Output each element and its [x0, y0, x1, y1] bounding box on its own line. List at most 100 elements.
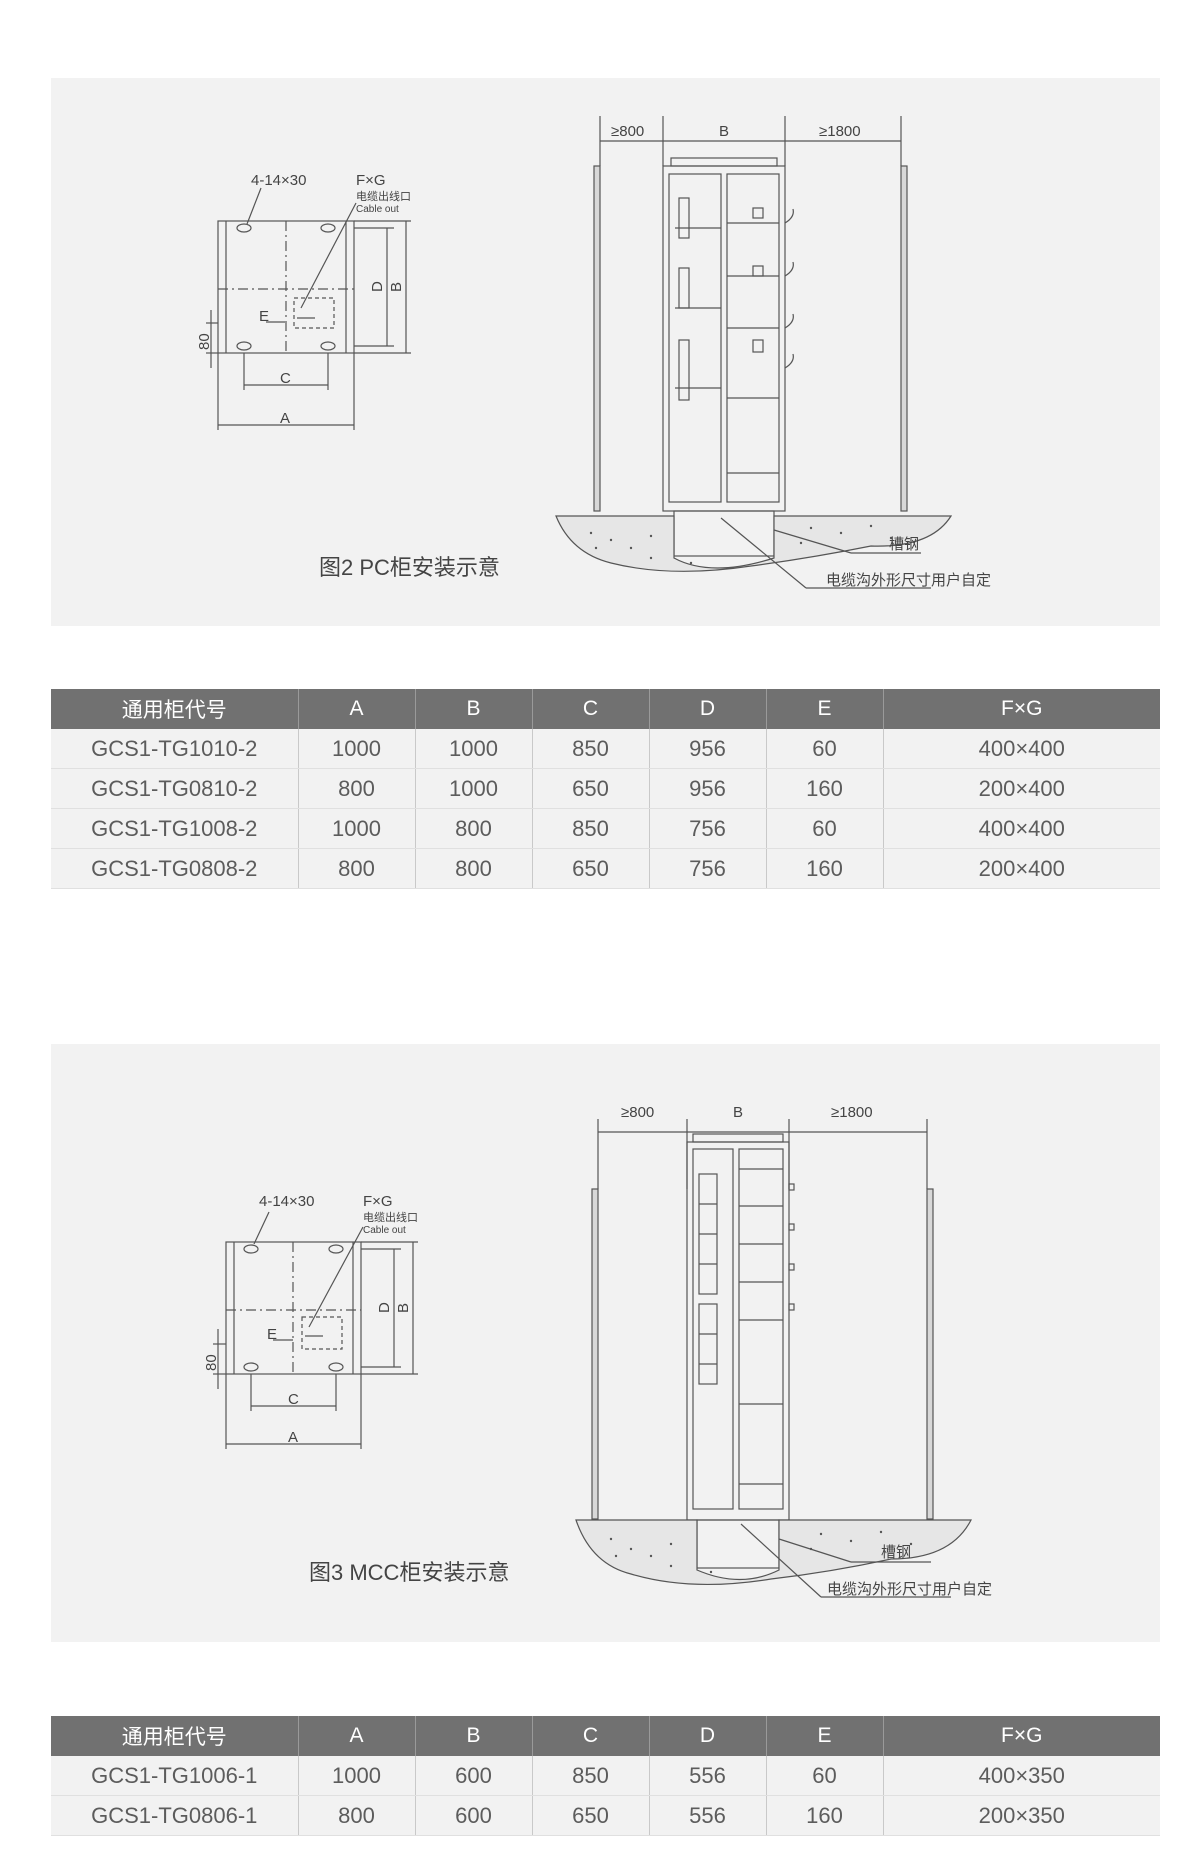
table-cell: 756 [649, 848, 767, 889]
table-header-row: 通用柜代号 A B C D E F×G [51, 1716, 1160, 1756]
table-cell: 200×400 [883, 768, 1160, 809]
pc-channel-steel: 槽钢 [889, 536, 919, 553]
pc-base-plan [206, 187, 411, 430]
pc-clear-right: ≥1800 [819, 123, 861, 140]
pc-dim-80: 80 [196, 333, 213, 350]
table-header-row: 通用柜代号 A B C D E F×G [51, 689, 1160, 729]
pc-hole-spec: 4-14×30 [251, 172, 306, 189]
column-header: 通用柜代号 [51, 689, 299, 729]
pc-dim-e: E [259, 308, 269, 325]
table-cell: GCS1-TG1006-1 [51, 1756, 299, 1796]
column-header: F×G [883, 1716, 1160, 1756]
table-pc: 通用柜代号 A B C D E F×G GCS1-TG1010-2 1000 1… [51, 689, 1160, 889]
table-cell: 756 [649, 808, 767, 849]
pc-cable-out-en: Cable out [356, 204, 399, 215]
table-row: GCS1-TG1010-2 1000 1000 850 956 60 400×4… [51, 729, 1160, 769]
table-row: GCS1-TG0806-1 800 600 650 556 160 200×35… [51, 1795, 1160, 1836]
table-mcc: 通用柜代号 A B C D E F×G GCS1-TG1006-1 1000 6… [51, 1716, 1160, 1836]
mcc-dim-c: C [288, 1391, 299, 1408]
mcc-clear-right: ≥1800 [831, 1104, 873, 1121]
figure-pc-panel: 4-14×30 F×G 电缆出线口 Cable out E C A D B 80… [51, 78, 1160, 626]
table-cell: GCS1-TG1008-2 [51, 808, 299, 849]
figure-pc-drawing: 4-14×30 F×G 电缆出线口 Cable out E C A D B 80… [196, 116, 991, 589]
table-cell: 60 [766, 1756, 884, 1796]
table-cell: 200×350 [883, 1795, 1160, 1836]
table-cell: 160 [766, 1795, 884, 1836]
table-cell: 650 [532, 1795, 650, 1836]
column-header: B [415, 1716, 533, 1756]
table-cell: 800 [415, 848, 533, 889]
column-header: A [298, 1716, 416, 1756]
table-cell: 850 [532, 1756, 650, 1796]
pc-cabinet-elevation [555, 116, 953, 589]
table-cell: 800 [415, 808, 533, 849]
table-row: GCS1-TG0808-2 800 800 650 756 160 200×40… [51, 848, 1160, 889]
table-cell: 800 [298, 1795, 416, 1836]
table-cell: 1000 [415, 729, 533, 769]
table-cell: 956 [649, 768, 767, 809]
column-header: C [532, 689, 650, 729]
table-cell: 650 [532, 848, 650, 889]
mcc-dim-e: E [267, 1326, 277, 1343]
table-cell: 160 [766, 848, 884, 889]
table-row: GCS1-TG0810-2 800 1000 650 956 160 200×4… [51, 768, 1160, 809]
column-header: 通用柜代号 [51, 1716, 299, 1756]
column-header: E [766, 1716, 884, 1756]
table-cell: 800 [298, 848, 416, 889]
figure-mcc-panel: 4-14×30 F×G 电缆出线口 Cable out E C A D B 80… [51, 1044, 1160, 1642]
table-cell: 850 [532, 729, 650, 769]
table-cell: 956 [649, 729, 767, 769]
mcc-dim-d: D [376, 1302, 393, 1313]
pc-fxg-label: F×G [356, 172, 386, 189]
table-cell: GCS1-TG0810-2 [51, 768, 299, 809]
table-cell: 400×350 [883, 1756, 1160, 1796]
table-cell: 850 [532, 808, 650, 849]
table-row: GCS1-TG1006-1 1000 600 850 556 60 400×35… [51, 1756, 1160, 1796]
pc-dim-b-elev: B [719, 123, 729, 140]
pc-dim-d: D [369, 281, 386, 292]
table-cell: GCS1-TG0806-1 [51, 1795, 299, 1836]
table-cell: 800 [298, 768, 416, 809]
table-cell: 556 [649, 1756, 767, 1796]
figure-pc-caption: 图2 PC柜安装示意 [319, 555, 500, 580]
table-cell: 400×400 [883, 729, 1160, 769]
table-cell: 200×400 [883, 848, 1160, 889]
mcc-cabinet-elevation [575, 1119, 972, 1598]
mcc-channel-steel: 槽钢 [881, 1544, 911, 1561]
pc-cable-out-cn: 电缆出线口 [356, 189, 411, 203]
table-cell: 600 [415, 1756, 533, 1796]
figure-mcc-drawing: 4-14×30 F×G 电缆出线口 Cable out E C A D B 80… [203, 1104, 992, 1598]
mcc-clear-left: ≥800 [621, 1104, 654, 1121]
pc-clear-left: ≥800 [611, 123, 644, 140]
mcc-trench-note: 电缆沟外形尺寸用户自定 [827, 1581, 992, 1598]
pc-dim-a: A [280, 410, 290, 427]
table-cell: 60 [766, 729, 884, 769]
table-cell: GCS1-TG0808-2 [51, 848, 299, 889]
column-header: E [766, 689, 884, 729]
column-header: C [532, 1716, 650, 1756]
mcc-dim-b-elev: B [733, 1104, 743, 1121]
column-header: D [649, 689, 767, 729]
column-header: B [415, 689, 533, 729]
pc-dim-b: B [388, 282, 405, 292]
mcc-fxg-label: F×G [363, 1193, 393, 1210]
mcc-base-plan [213, 1211, 418, 1449]
table-cell: 1000 [298, 1756, 416, 1796]
table-cell: 650 [532, 768, 650, 809]
table-cell: 400×400 [883, 808, 1160, 849]
table-cell: 556 [649, 1795, 767, 1836]
column-header: D [649, 1716, 767, 1756]
table-cell: 1000 [415, 768, 533, 809]
table-cell: 60 [766, 808, 884, 849]
mcc-dim-b: B [395, 1303, 412, 1313]
column-header: F×G [883, 689, 1160, 729]
mcc-dim-a: A [288, 1429, 298, 1446]
mcc-hole-spec: 4-14×30 [259, 1193, 314, 1210]
table-cell: 1000 [298, 808, 416, 849]
pc-trench-note: 电缆沟外形尺寸用户自定 [826, 572, 991, 589]
table-cell: 160 [766, 768, 884, 809]
mcc-cable-out-en: Cable out [363, 1225, 406, 1236]
pc-dim-c: C [280, 370, 291, 387]
table-cell: 1000 [298, 729, 416, 769]
table-cell: 600 [415, 1795, 533, 1836]
